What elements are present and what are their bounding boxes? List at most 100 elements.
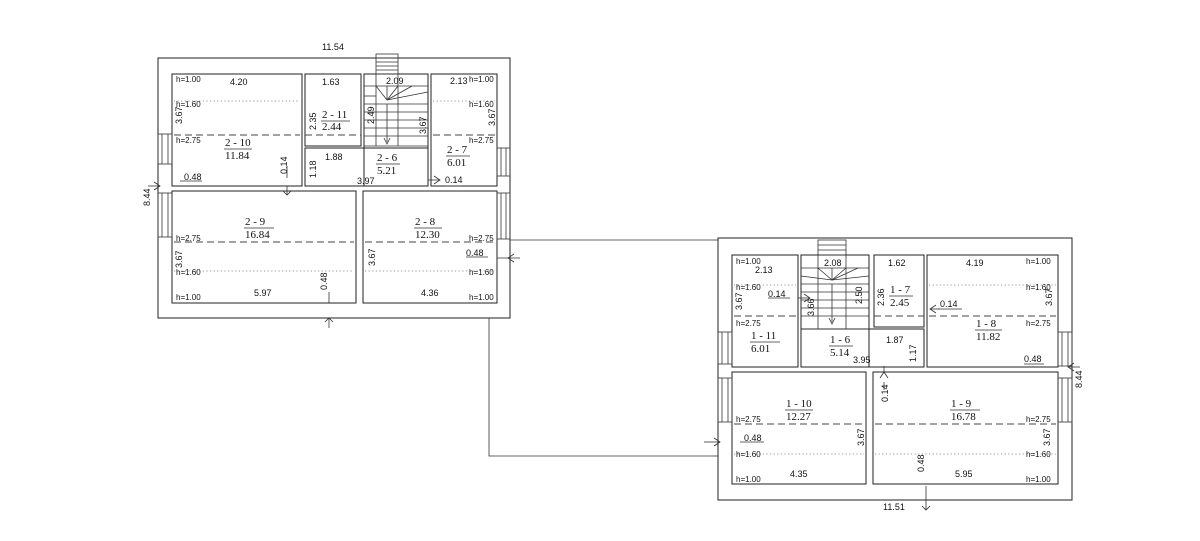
- dim-2-50: 2.50: [854, 286, 864, 304]
- dim-3-67: 3.67: [418, 116, 428, 134]
- floor-1-windows: [717, 331, 1073, 423]
- dim-1-17: 1.17: [908, 344, 918, 362]
- dim-2-09: 2.09: [386, 76, 404, 86]
- svg-text:12.30: 12.30: [415, 229, 440, 241]
- dim-3-97: 3.97: [357, 176, 375, 186]
- dim-3-67: 3.67: [487, 108, 497, 126]
- room-2-6-label: 2 - 6 5.21: [376, 152, 400, 177]
- dim-3-67: 3.67: [1042, 428, 1052, 446]
- height-label: h=1.00: [469, 75, 494, 84]
- height-label: h=2.75: [1026, 415, 1051, 424]
- dim-4-20: 4.20: [230, 77, 248, 87]
- height-label: h=2.75: [736, 319, 761, 328]
- dim-1-18: 1.18: [308, 160, 318, 178]
- dim-0-48: 0.48: [1024, 354, 1042, 364]
- dim-3-66: 3.66: [806, 298, 816, 316]
- svg-text:2.45: 2.45: [890, 297, 910, 309]
- svg-text:6.01: 6.01: [751, 343, 770, 355]
- floor-1-markers: [704, 293, 1080, 511]
- dim-4-36: 4.36: [421, 288, 439, 298]
- svg-text:2 - 9: 2 - 9: [245, 216, 266, 228]
- room-1-10-outline: [731, 371, 867, 485]
- room-2-7-label: 2 - 7 6.01: [446, 144, 470, 169]
- dim-3-67: 3.67: [856, 428, 866, 446]
- dim-0-48: 0.48: [744, 433, 762, 443]
- dim-0-14: 0.14: [445, 175, 463, 185]
- room-2-6-outline: [304, 147, 429, 187]
- connector-lines: [488, 239, 718, 457]
- svg-text:1 - 11: 1 - 11: [751, 330, 776, 342]
- room-2-8-outline: [362, 190, 498, 304]
- svg-text:11.82: 11.82: [976, 331, 1000, 343]
- height-label: h=2.75: [736, 415, 761, 424]
- dim-1-63: 1.63: [322, 77, 340, 87]
- stair-1-treads: [800, 239, 870, 330]
- svg-text:12.27: 12.27: [786, 411, 811, 423]
- svg-text:16.84: 16.84: [245, 229, 270, 241]
- height-label: h=1.00: [1026, 475, 1051, 484]
- dim-5-95: 5.95: [955, 469, 973, 479]
- dim-2-36: 2.36: [876, 288, 886, 306]
- room-2-9-outline: [171, 190, 357, 304]
- dim-0-48: 0.48: [319, 272, 329, 290]
- svg-text:1 - 7: 1 - 7: [890, 284, 911, 296]
- floor-2-windows: [157, 133, 511, 240]
- svg-text:5.21: 5.21: [377, 165, 396, 177]
- svg-text:1 - 8: 1 - 8: [976, 318, 997, 330]
- dim-0-14: 0.14: [768, 289, 786, 299]
- dim-1-87: 1.87: [886, 335, 904, 345]
- svg-text:16.78: 16.78: [951, 411, 976, 423]
- height-label: h=1.00: [176, 293, 201, 302]
- height-label: h=1.60: [176, 268, 201, 277]
- floor-1-overall-width: 11.51: [883, 502, 905, 512]
- svg-text:5.14: 5.14: [830, 347, 850, 359]
- dim-0-14: 0.14: [940, 299, 958, 309]
- height-label: h=1.00: [1026, 257, 1051, 266]
- height-label: h=1.60: [176, 100, 201, 109]
- svg-text:2 - 10: 2 - 10: [225, 137, 251, 149]
- dim-0-14: 0.14: [279, 156, 289, 174]
- dim-3-67: 3.67: [367, 248, 377, 266]
- dim-0-48: 0.48: [916, 454, 926, 472]
- room-1-9-outline: [872, 371, 1059, 485]
- dim-2-13: 2.13: [450, 76, 468, 86]
- floor-2-height-lines: [174, 100, 495, 272]
- height-label: h=1.60: [469, 268, 494, 277]
- dim-2-13: 2.13: [755, 265, 773, 275]
- svg-text:2 - 11: 2 - 11: [322, 109, 347, 121]
- svg-text:1 - 9: 1 - 9: [951, 398, 972, 410]
- floor-1-overall-height: 8.44: [1074, 370, 1084, 388]
- height-label: h=1.00: [736, 257, 761, 266]
- height-label: h=2.75: [176, 136, 201, 145]
- dim-4-19: 4.19: [966, 258, 984, 268]
- room-1-11-outline: [731, 254, 799, 368]
- height-label: h=2.75: [469, 136, 494, 145]
- dim-3-67: 3.67: [174, 106, 184, 124]
- room-2-10-outline: [171, 73, 303, 187]
- room-1-11-label: 1 - 11 6.01: [750, 330, 780, 355]
- floor-2-overall-width: 11.54: [322, 42, 344, 52]
- floor-1-outer-wall: [717, 237, 1073, 501]
- svg-text:11.84: 11.84: [225, 150, 250, 162]
- dim-2-49: 2.49: [366, 106, 376, 124]
- height-label: h=1.60: [1026, 283, 1051, 292]
- dim-3-67: 3.67: [174, 250, 184, 268]
- svg-text:1 - 10: 1 - 10: [786, 398, 812, 410]
- height-label: h=1.60: [469, 100, 494, 109]
- height-label: h=2.75: [176, 234, 201, 243]
- room-2-8-label: 2 - 8 12.30: [414, 216, 442, 241]
- dim-1-62: 1.62: [888, 258, 906, 268]
- dim-3-67: 3.67: [1044, 288, 1054, 306]
- svg-text:2.44: 2.44: [322, 121, 342, 133]
- dim-1-88: 1.88: [325, 152, 343, 162]
- dim-5-97: 5.97: [254, 288, 272, 298]
- svg-text:2 - 8: 2 - 8: [415, 216, 436, 228]
- height-label: h=1.60: [736, 283, 761, 292]
- room-1-8-outline: [926, 254, 1059, 368]
- floor-1-height-lines: [734, 284, 1056, 455]
- dim-0-48: 0.48: [184, 172, 202, 182]
- svg-text:2 - 6: 2 - 6: [377, 152, 398, 164]
- height-label: h=2.75: [469, 234, 494, 243]
- room-2-9-label: 2 - 9 16.84: [244, 216, 274, 241]
- svg-text:6.01: 6.01: [447, 157, 466, 169]
